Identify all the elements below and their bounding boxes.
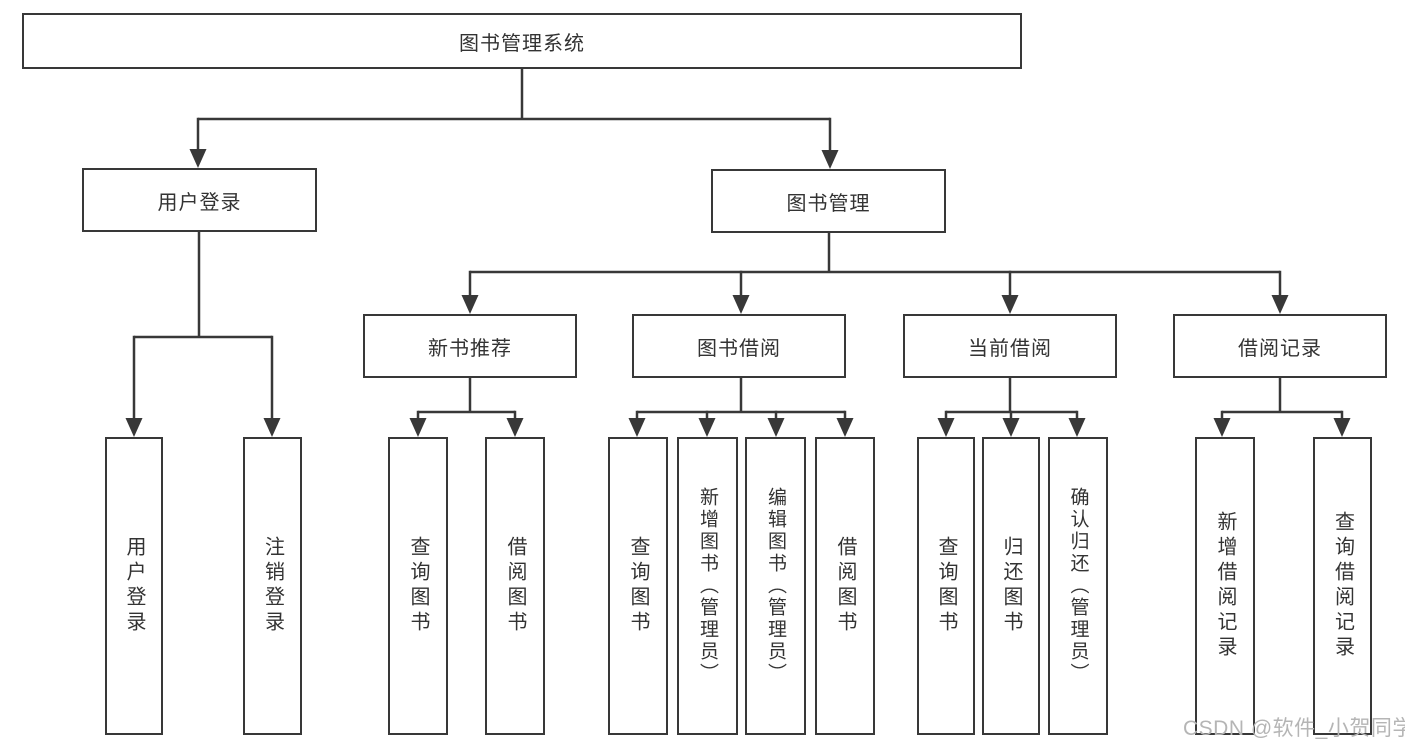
leaf-user-login: 用户登录 [105, 437, 163, 735]
leaf-logout: 注销登录 [243, 437, 302, 735]
leaf-query-books-current: 查询图书 [917, 437, 975, 735]
leaf-query-books-recommend: 查询图书 [388, 437, 448, 735]
node-user-login: 用户登录 [82, 168, 317, 232]
node-book-management: 图书管理 [711, 169, 946, 233]
leaf-query-books-borrowing: 查询图书 [608, 437, 668, 735]
node-borrow-records: 借阅记录 [1173, 314, 1387, 378]
node-new-book-recommend: 新书推荐 [363, 314, 577, 378]
csdn-watermark: CSDN @软件_小贺同学 [1183, 717, 1405, 740]
leaf-return-book: 归还图书 [982, 437, 1040, 735]
node-library-management-system: 图书管理系统 [22, 13, 1022, 69]
leaf-query-borrow-record: 查询借阅记录 [1313, 437, 1372, 735]
leaf-borrow-books-recommend: 借阅图书 [485, 437, 545, 735]
leaf-add-book-admin: 新增图书（管理员） [677, 437, 738, 735]
leaf-edit-book-admin: 编辑图书（管理员） [745, 437, 806, 735]
node-book-borrowing: 图书借阅 [632, 314, 846, 378]
leaf-add-borrow-record: 新增借阅记录 [1195, 437, 1255, 735]
node-current-borrowing: 当前借阅 [903, 314, 1117, 378]
leaf-confirm-return-admin: 确认归还（管理员） [1048, 437, 1108, 735]
leaf-borrow-books-borrowing: 借阅图书 [815, 437, 875, 735]
